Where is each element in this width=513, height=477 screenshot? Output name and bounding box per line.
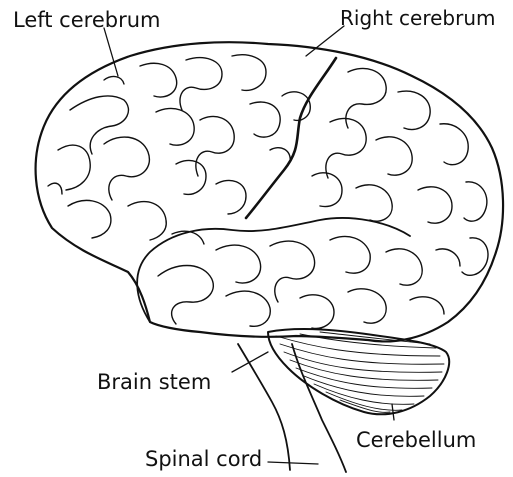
leader-lines: [104, 26, 394, 464]
leader-left-cerebrum: [104, 28, 118, 76]
cerebellum: [268, 329, 449, 414]
label-brain-stem: Brain stem: [97, 370, 211, 394]
parietal-gyri: [282, 68, 488, 275]
frontal-gyri: [48, 55, 290, 240]
central-sulcus: [246, 58, 336, 218]
leader-brain-stem: [232, 352, 268, 372]
label-right-cerebrum: Right cerebrum: [340, 6, 496, 30]
temporal-lobe-outline: [137, 218, 410, 322]
cerebrum-outline: [36, 42, 503, 341]
temporal-gyri: [158, 231, 460, 328]
label-left-cerebrum: Left cerebrum: [13, 8, 160, 32]
leader-spinal-cord: [268, 462, 318, 464]
label-cerebellum: Cerebellum: [356, 428, 476, 452]
leader-cerebellum: [392, 404, 394, 420]
label-spinal-cord: Spinal cord: [145, 447, 262, 471]
